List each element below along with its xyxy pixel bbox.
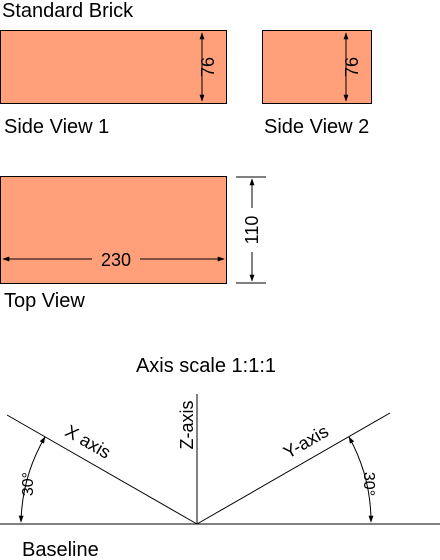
left-angle-arc [18,436,46,523]
side-view-2-rect [262,30,372,104]
top-view-length-dim: 230 [101,250,131,270]
z-axis-label: Z-axis [177,401,197,450]
left-angle-label: 30° [20,472,37,496]
side-view-1-rect [0,30,227,104]
x-axis-line [6,414,198,525]
side-view-1-label: Side View 1 [4,116,109,138]
y-axis-label: Y-axis [280,421,332,463]
y-axis-line [196,412,391,525]
axis-scale-label: Axis scale 1:1:1 [136,355,276,377]
x-axis-label: X axis [62,421,114,463]
side-view-2-height-dim: 76 [342,57,362,77]
top-view-label: Top View [4,290,85,312]
drawing-title: Standard Brick [2,0,134,22]
baseline-label: Baseline [22,539,99,560]
top-view-width-dim: 110 [242,216,262,245]
right-angle-arc [348,436,374,523]
right-angle-label: 30° [360,472,377,496]
side-view-1-height-dim: 76 [198,57,218,77]
top-view-rect [0,176,227,284]
side-view-2-label: Side View 2 [264,116,369,138]
